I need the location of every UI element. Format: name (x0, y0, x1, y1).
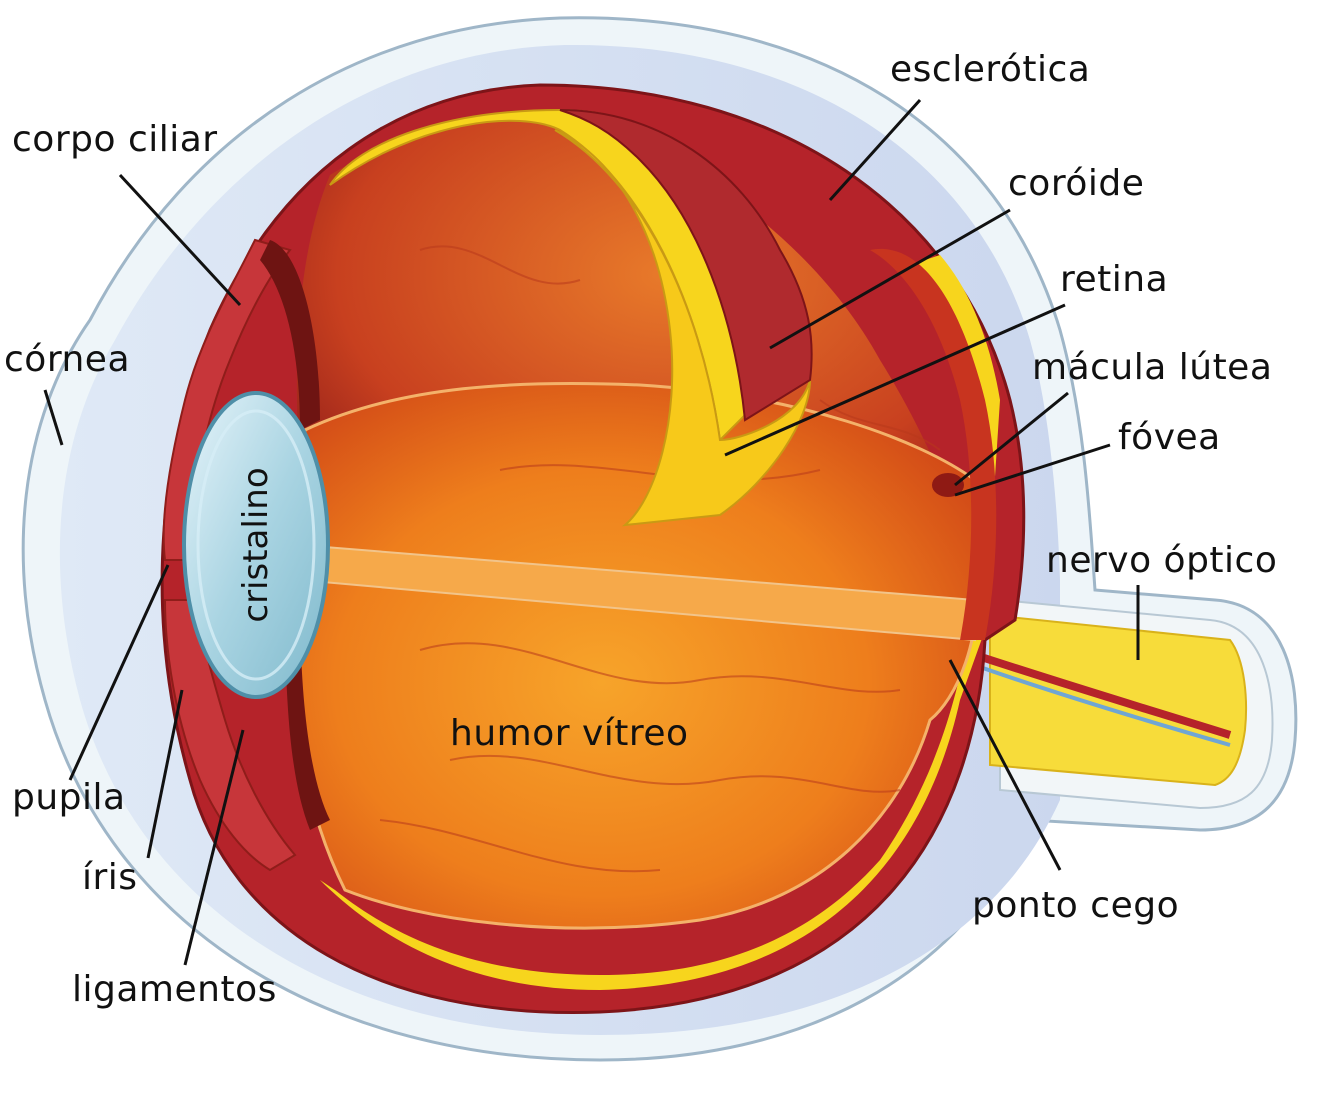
label-cornea: córnea (4, 339, 131, 380)
ciliary-processes (260, 240, 320, 430)
line-cornea (43, 389, 64, 446)
retina-flap-front (554, 129, 811, 527)
label-cristalino: cristalino (236, 467, 276, 623)
macula-spot (932, 473, 964, 497)
line-coroide (769, 208, 1011, 350)
line-ponto-cego (948, 659, 1062, 871)
line-macula (954, 391, 1069, 487)
label-retina: retina (1060, 259, 1169, 300)
label-coroide: coróide (1008, 163, 1145, 204)
label-pupila: pupila (12, 777, 126, 818)
line-iris (146, 689, 184, 859)
label-ponto-cego: ponto cego (972, 885, 1180, 926)
label-humor-vitreo: humor vítreo (450, 713, 689, 754)
line-ligamentos (183, 729, 245, 966)
vessels (379, 245, 941, 873)
line-esclerotica (828, 98, 922, 202)
leader-lines (43, 98, 1140, 966)
label-esclerotica: esclerótica (890, 49, 1091, 90)
label-corpo-ciliar: corpo ciliar (12, 119, 218, 160)
line-pupila (68, 564, 170, 781)
line-retina (724, 303, 1066, 457)
label-macula-lutea: mácula lútea (1032, 347, 1273, 388)
label-nervo-optico: nervo óptico (1046, 540, 1278, 581)
lens (182, 391, 330, 699)
label-ligamentos: ligamentos (72, 969, 277, 1010)
back-wall (870, 248, 997, 641)
label-fovea: fóvea (1118, 417, 1221, 458)
optic-nerve-vessels (958, 646, 1232, 739)
label-iris: íris (82, 857, 138, 898)
choroid-flap (559, 109, 813, 422)
line-fovea (954, 443, 1111, 497)
line-corpo-ciliar (118, 173, 242, 307)
